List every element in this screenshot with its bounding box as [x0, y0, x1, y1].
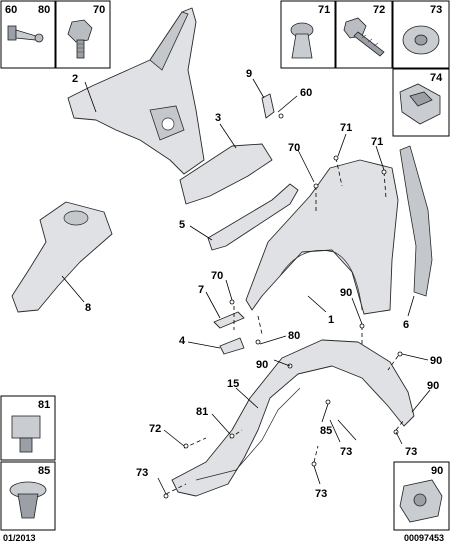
fastener-box-74: 74 [392, 68, 450, 137]
push-clip-icon [290, 22, 314, 59]
callout-73-b: 73 [405, 446, 417, 458]
rivet-icon [7, 25, 44, 43]
clip-85-icon [9, 481, 47, 519]
callout-9: 9 [246, 68, 252, 80]
callout-73-a: 73 [340, 446, 352, 458]
callout-4: 4 [179, 335, 186, 347]
part-4-bracket [187, 337, 245, 355]
fastener-box-73: 73 [392, 0, 450, 69]
footer-date: 01/2013 [3, 533, 36, 543]
part-8-strut [11, 201, 113, 313]
callout-90-c: 90 [430, 355, 442, 367]
callout-6: 6 [403, 319, 409, 331]
fastener-box-71: 71 [280, 0, 336, 69]
callout-71-a: 71 [340, 122, 352, 134]
callout-8: 8 [85, 302, 91, 314]
part-15-wheel-arch-liner [171, 339, 415, 497]
callout-5: 5 [179, 219, 185, 231]
callout-70-box: 70 [93, 4, 105, 16]
part-6-seal [399, 145, 433, 317]
part-1-fender [245, 159, 399, 315]
bracket-clip-icon [399, 83, 441, 125]
callout-70-b: 70 [211, 270, 223, 282]
callout-72-box: 72 [373, 4, 385, 16]
callout-85-a: 85 [320, 425, 332, 437]
callout-72-a: 72 [149, 423, 161, 435]
callout-90-a: 90 [340, 287, 352, 299]
callout-2: 2 [72, 73, 78, 85]
leader-lines [157, 133, 431, 495]
callout-73-box: 73 [430, 4, 442, 16]
fastener-box-90: 90 [393, 461, 450, 531]
clip-81-icon [11, 415, 41, 453]
fastener-box-81: 81 [0, 395, 56, 461]
part-9-clip [252, 78, 298, 119]
fastener-box-60-80: 60 80 [0, 0, 56, 69]
screw-icon [343, 17, 385, 57]
callout-81-box: 81 [38, 399, 50, 411]
callout-3: 3 [215, 112, 221, 124]
callout-81-a: 81 [196, 406, 208, 418]
callout-60-a: 60 [300, 87, 312, 99]
callout-71-b: 71 [371, 136, 383, 148]
callout-73-d: 73 [315, 488, 327, 500]
nut-clip-icon [399, 479, 443, 523]
callout-15: 15 [227, 378, 239, 390]
part-3-bracket [179, 123, 273, 205]
callout-85-box: 85 [38, 465, 50, 477]
fastener-box-72: 72 [335, 0, 393, 69]
fastener-box-70: 70 [55, 0, 111, 69]
callout-80-box: 80 [38, 4, 50, 16]
callout-7: 7 [198, 284, 204, 296]
fastener-box-85: 85 [0, 461, 56, 531]
callout-74-box: 74 [430, 72, 443, 84]
callout-90-d: 90 [427, 380, 439, 392]
washer-clip-icon [402, 25, 440, 55]
footer-ref: 00097453 [404, 533, 444, 543]
callout-73-c: 73 [136, 467, 148, 479]
callout-60-box: 60 [5, 4, 17, 16]
part-7-bracket [205, 291, 245, 329]
callout-90-box: 90 [431, 465, 443, 477]
callout-71-box: 71 [318, 4, 330, 16]
callout-90-b: 90 [256, 359, 268, 371]
bolt-icon [67, 19, 93, 59]
callout-80-a: 80 [288, 330, 300, 342]
callout-1: 1 [328, 314, 334, 326]
callout-70-a: 70 [288, 142, 300, 154]
part-2-apron-structure [67, 7, 205, 175]
part-5-reinforcement [189, 183, 299, 251]
